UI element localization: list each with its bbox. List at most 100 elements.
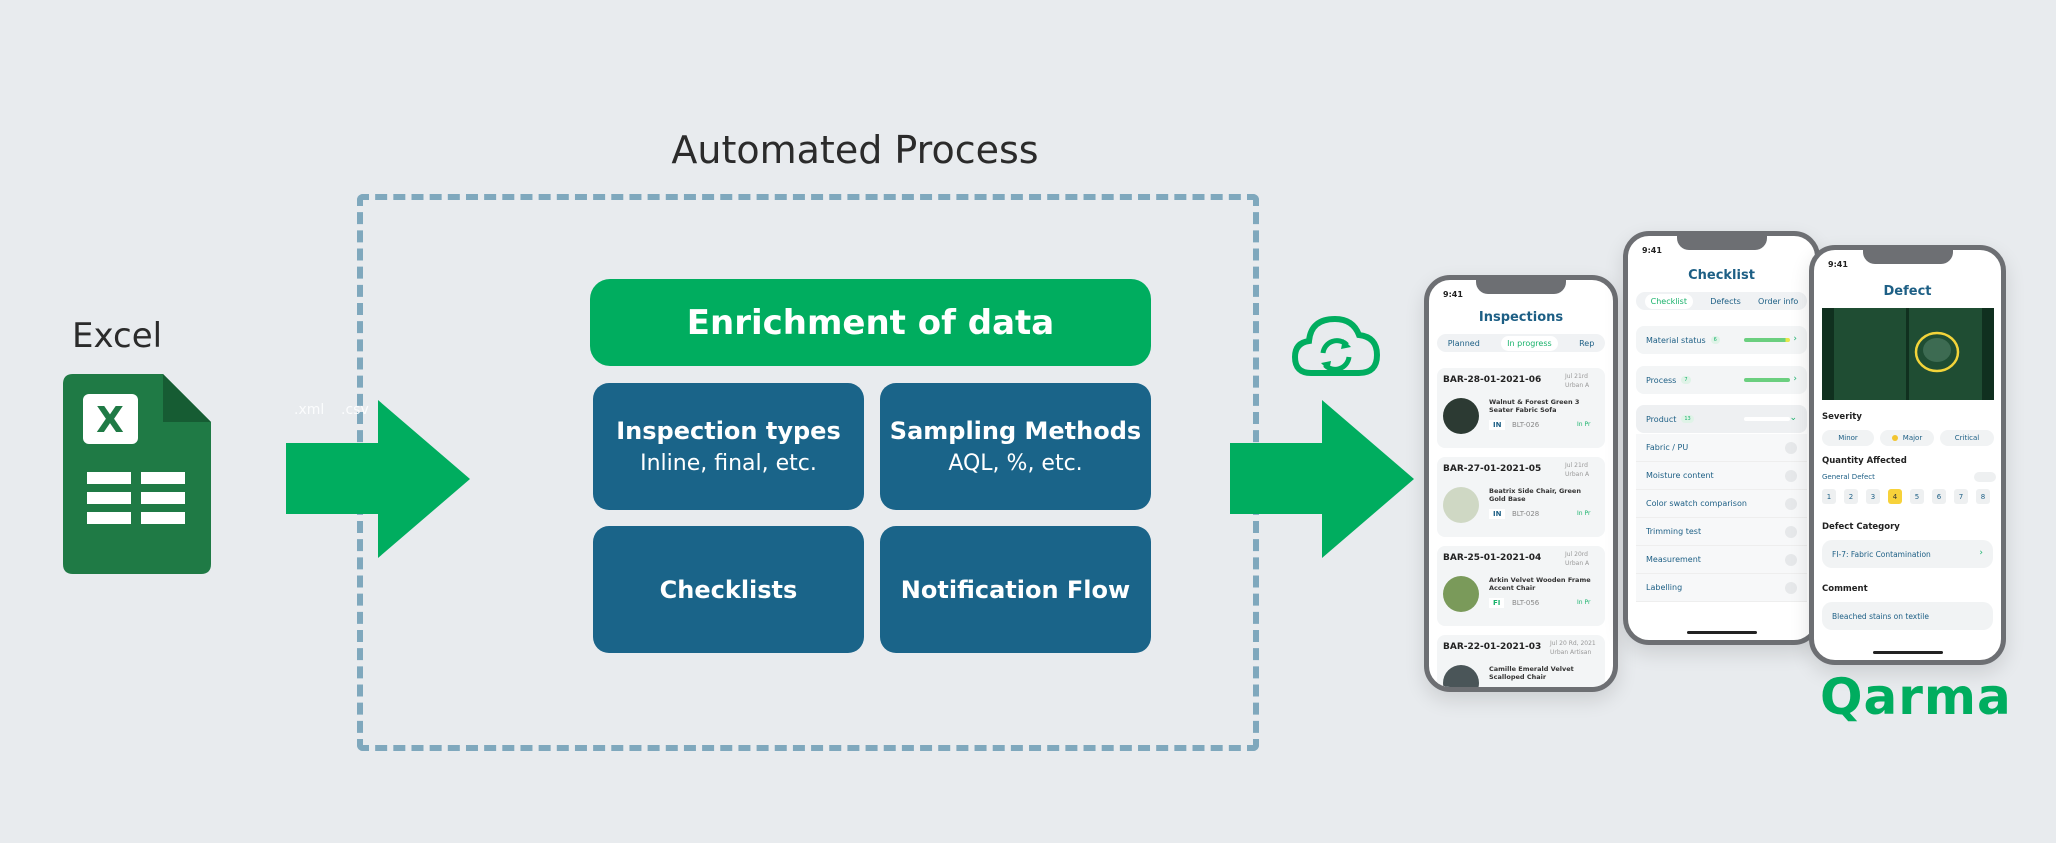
page-title: Automated Process	[671, 128, 1039, 172]
home-indicator	[1872, 651, 1943, 654]
svg-text:X: X	[96, 400, 124, 441]
comment-label: Comment	[1822, 584, 1868, 594]
status-time: 9:41	[1642, 246, 1662, 255]
defect-photo	[1822, 308, 1994, 400]
quantity-option[interactable]: 7	[1954, 489, 1968, 504]
item-label: Fabric / PU	[1646, 443, 1689, 452]
tab-order-info[interactable]: Order info	[1758, 296, 1799, 306]
item-label: Moisture content	[1646, 471, 1714, 480]
product-name: Camille Emerald Velvet Scalloped Chair	[1489, 665, 1574, 681]
checklist-item[interactable]: Moisture content	[1636, 462, 1807, 490]
camera-icon[interactable]	[1785, 582, 1797, 594]
product-name: Walnut & Forest Green 3 Seater Fabric So…	[1489, 398, 1580, 414]
quantity-option[interactable]: 3	[1866, 489, 1880, 504]
camera-icon[interactable]	[1785, 442, 1797, 454]
box-title: Inspection types	[616, 417, 841, 445]
count-badge: 7	[1681, 376, 1691, 384]
box-title: Checklists	[659, 575, 798, 604]
chevron-down-icon: ⌄	[1789, 413, 1797, 423]
count-badge: 13	[1681, 415, 1694, 423]
vendor-text: Urban A	[1565, 382, 1590, 389]
progress-bar	[1744, 338, 1790, 342]
tab-defects[interactable]: Defects	[1710, 296, 1741, 306]
chevron-right-icon: ›	[1793, 334, 1797, 344]
general-defect-toggle[interactable]	[1974, 472, 1996, 482]
quantity-option-selected[interactable]: 4	[1888, 489, 1902, 504]
tab-checklist[interactable]: Checklist	[1644, 293, 1693, 309]
phone-notch	[1676, 236, 1767, 250]
chevron-right-icon: ›	[1793, 374, 1797, 384]
quantity-option[interactable]: 6	[1932, 489, 1946, 504]
quantity-option[interactable]: 2	[1844, 489, 1858, 504]
checklist-item[interactable]: Trimming test	[1636, 518, 1807, 546]
comment-field[interactable]: Bleached stains on textile	[1822, 602, 1993, 630]
status-time: 9:41	[1443, 290, 1463, 299]
checklist-item[interactable]: Measurement	[1636, 546, 1807, 574]
date-text: Jul 20 Rd, 2021	[1550, 640, 1596, 647]
tab-planned[interactable]: Planned	[1447, 338, 1480, 348]
format-xml: .xml	[294, 402, 325, 418]
quantity-option[interactable]: 5	[1910, 489, 1924, 504]
severity-critical[interactable]: Critical	[1940, 430, 1994, 446]
inspection-type: IN	[1489, 509, 1506, 519]
checklist-item[interactable]: Labelling	[1636, 574, 1807, 602]
inspection-type: FI	[1489, 598, 1505, 608]
checklist-group-product[interactable]: Product 13 ⌄	[1636, 405, 1807, 433]
date-text: Jul 21rd	[1565, 462, 1588, 469]
arrow-right-icon	[1230, 400, 1414, 558]
excel-label: Excel	[72, 316, 163, 356]
inspection-id: BAR-28-01-2021-06	[1443, 375, 1542, 385]
quantity-option[interactable]: 8	[1976, 489, 1990, 504]
severity-minor[interactable]: Minor	[1822, 430, 1874, 446]
item-label: Trimming test	[1646, 527, 1702, 536]
product-code: BLT-026	[1512, 421, 1540, 429]
quantity-option[interactable]: 1	[1822, 489, 1836, 504]
checklists-box: Checklists	[593, 526, 864, 653]
product-code: BLT-056	[1512, 599, 1540, 607]
product-name: Arkin Velvet Wooden Frame Accent Chair	[1489, 576, 1591, 592]
camera-icon[interactable]	[1785, 554, 1797, 566]
quantity-picker: 1 2 3 4 5 6 7 8	[1822, 489, 1997, 505]
checklist-item[interactable]: Color swatch comparison	[1636, 490, 1807, 518]
phone-notch	[1476, 280, 1566, 294]
progress-bar	[1744, 378, 1790, 382]
severity-label: Severity	[1822, 412, 1862, 422]
inspections-phone: 9:41 Inspections Planned In progress Rep…	[1424, 275, 1618, 692]
video-icon[interactable]	[1785, 526, 1797, 538]
product-thumbnail	[1443, 487, 1479, 523]
box-subtitle: Inline, final, etc.	[640, 451, 817, 476]
inspection-id: BAR-22-01-2021-03	[1443, 642, 1542, 652]
camera-icon[interactable]	[1785, 470, 1797, 482]
tab-in-progress[interactable]: In progress	[1501, 335, 1558, 351]
inspection-id: BAR-27-01-2021-05	[1443, 464, 1542, 474]
quantity-label: Quantity Affected	[1822, 456, 1907, 466]
inspection-type: IN	[1489, 420, 1506, 430]
vendor-text: Urban Artisan	[1550, 649, 1592, 656]
box-title: Notification Flow	[900, 575, 1131, 604]
severity-major[interactable]: Major	[1880, 430, 1934, 446]
home-indicator	[1686, 631, 1757, 634]
camera-icon[interactable]	[1785, 498, 1797, 510]
defect-category-select[interactable]: FI-7: Fabric Contamination›	[1822, 540, 1993, 568]
date-text: Jul 21rd	[1565, 373, 1588, 380]
tab-reports[interactable]: Rep	[1579, 338, 1595, 348]
defect-phone: 9:41 Defect Severity Minor Major Critica…	[1809, 245, 2006, 665]
checklist-item[interactable]: Fabric / PU	[1636, 434, 1807, 462]
product-thumbnail	[1443, 398, 1479, 434]
category-value: FI-7: Fabric Contamination	[1832, 549, 1931, 559]
item-label: Color swatch comparison	[1646, 499, 1747, 508]
group-label: Process	[1646, 375, 1677, 385]
group-label: Product	[1646, 414, 1677, 424]
inspection-tabs: Planned In progress Rep	[1437, 334, 1605, 352]
box-subtitle: AQL, %, etc.	[948, 451, 1083, 476]
checklist-group-process[interactable]: Process 7 ›	[1636, 366, 1807, 394]
